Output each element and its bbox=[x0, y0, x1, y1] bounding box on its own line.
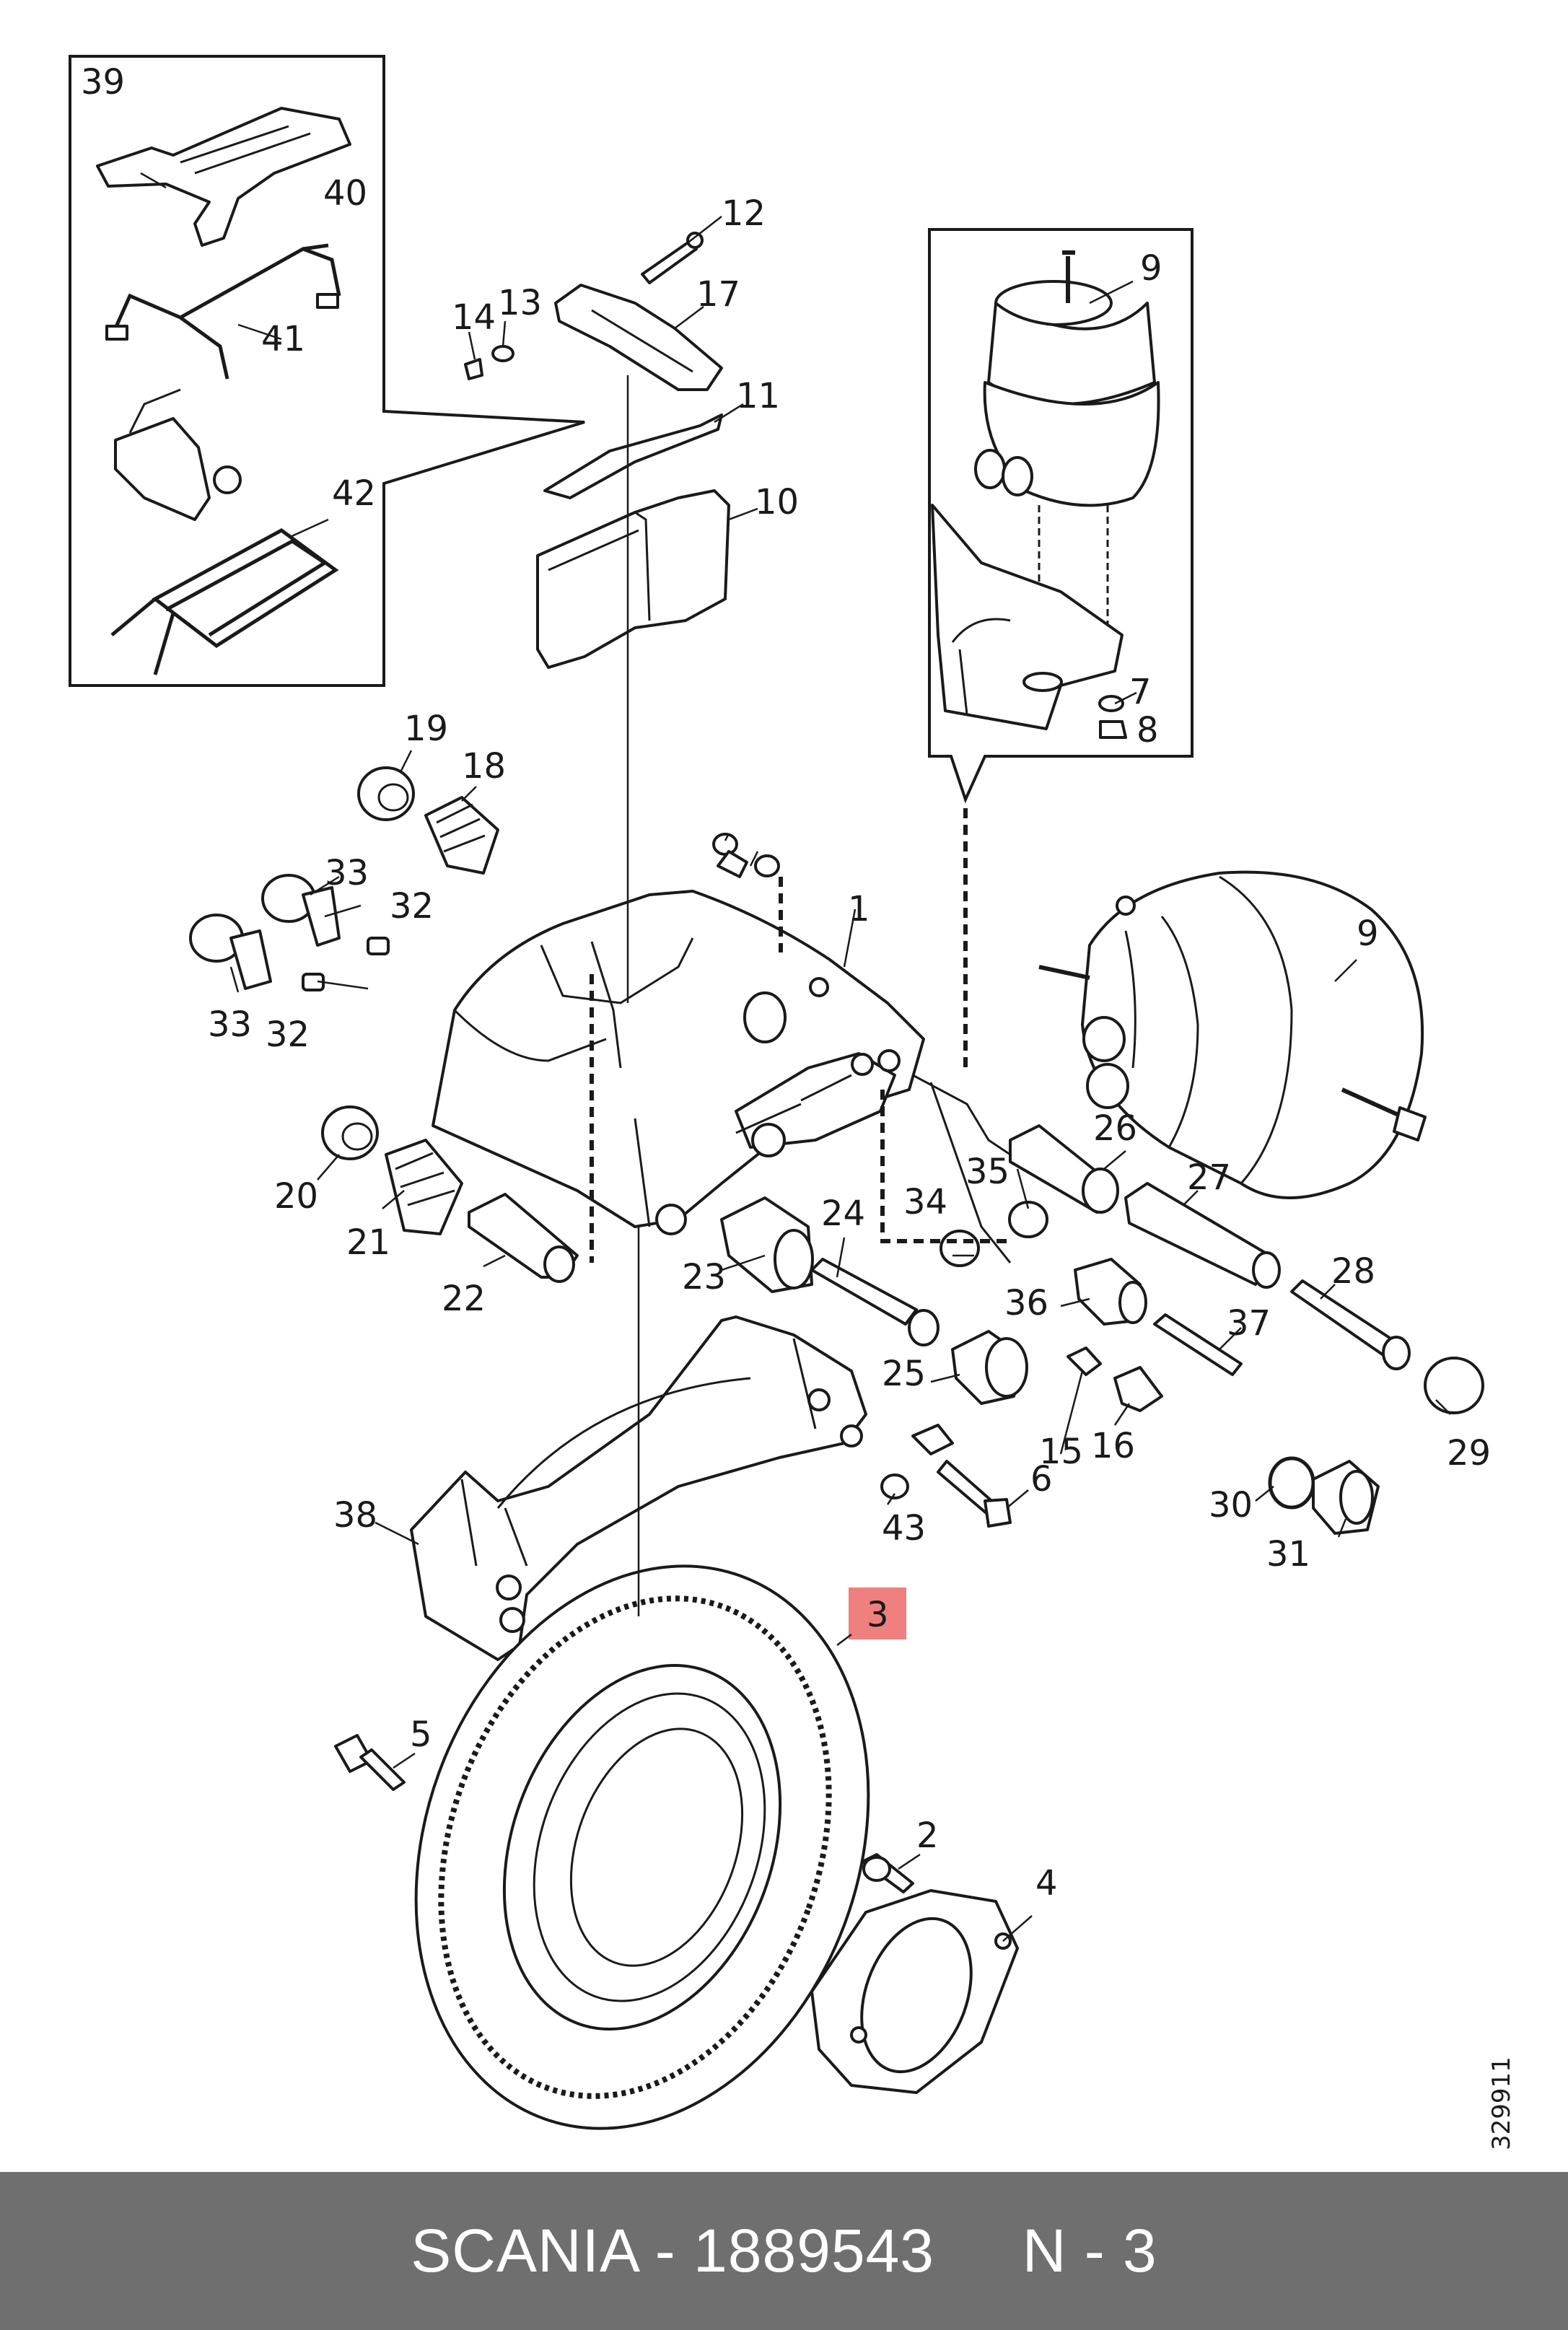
callout-15: 15 bbox=[1039, 1432, 1083, 1472]
cap-19 bbox=[357, 766, 415, 821]
drawing-number: 329911 bbox=[1487, 2057, 1516, 2150]
hub-flange-4 bbox=[810, 1889, 1019, 2094]
callout-7: 7 bbox=[1129, 672, 1152, 712]
pad-retainer-clip bbox=[114, 417, 211, 521]
seal-30 bbox=[1268, 1456, 1315, 1510]
callout-27: 27 bbox=[1187, 1157, 1231, 1198]
cap-29 bbox=[1424, 1357, 1484, 1414]
boots-and-bushings bbox=[189, 766, 579, 1283]
callout-9: 9 bbox=[1140, 248, 1162, 289]
callout-32b: 32 bbox=[266, 1015, 310, 1055]
callout-6: 6 bbox=[1030, 1459, 1053, 1499]
inset-box-39 bbox=[69, 55, 585, 687]
bolt-28 bbox=[1290, 1279, 1398, 1358]
callout-30: 30 bbox=[1209, 1485, 1253, 1525]
callout-21: 21 bbox=[346, 1222, 390, 1263]
callout-4: 4 bbox=[1035, 1863, 1058, 1904]
callout-19: 19 bbox=[404, 709, 448, 749]
wire-frame-42 bbox=[110, 528, 339, 675]
wear-plate-40 bbox=[96, 107, 351, 247]
callout-37: 37 bbox=[1227, 1303, 1271, 1344]
leader-lines bbox=[140, 172, 1451, 1942]
shaft-24 bbox=[810, 1258, 918, 1326]
callout-42: 42 bbox=[332, 473, 376, 514]
pad-components bbox=[464, 232, 730, 669]
callout-23: 23 bbox=[682, 1257, 726, 1297]
fitting-15 bbox=[1066, 1346, 1102, 1376]
brake-disc-3 bbox=[414, 1564, 870, 2130]
callout-18: 18 bbox=[462, 746, 506, 787]
inset-box-chamber bbox=[928, 228, 1193, 804]
callout-36: 36 bbox=[1004, 1283, 1048, 1323]
callout-35: 35 bbox=[965, 1152, 1009, 1192]
callout-12: 12 bbox=[722, 193, 766, 234]
screw-37 bbox=[1153, 1313, 1243, 1376]
footer-bar: SCANIA - 1889543 N - 3 bbox=[0, 2172, 1568, 2330]
callout-40: 40 bbox=[323, 173, 367, 214]
callout-29: 29 bbox=[1447, 1433, 1491, 1473]
callout-17: 17 bbox=[696, 274, 740, 315]
callout-14: 14 bbox=[452, 297, 496, 338]
part-number-caption: SCANIA - 1889543 N - 3 bbox=[411, 2217, 1157, 2285]
callout-3: 3 bbox=[867, 1595, 889, 1635]
callout-16: 16 bbox=[1091, 1426, 1135, 1466]
callout-41: 41 bbox=[261, 319, 305, 359]
callout-9b: 9 bbox=[1357, 914, 1379, 954]
callout-32a: 32 bbox=[390, 886, 434, 927]
callout-33b: 33 bbox=[208, 1004, 252, 1045]
callout-25: 25 bbox=[882, 1354, 926, 1394]
bolt-2 bbox=[861, 1853, 914, 1893]
cap-20 bbox=[321, 1105, 379, 1160]
alignment-lines bbox=[590, 375, 1010, 1616]
callout-33a: 33 bbox=[325, 853, 369, 893]
boot-18 bbox=[424, 796, 499, 875]
callout-3-highlight-box bbox=[849, 1587, 906, 1639]
wire-spring-41 bbox=[113, 243, 341, 380]
tube-27 bbox=[1124, 1182, 1271, 1286]
caliper-1 bbox=[432, 890, 925, 1235]
callout-labels: 1 2 3 4 5 6 7 8 9 9 10 11 12 13 14 15 16… bbox=[81, 62, 1491, 1904]
callout-11: 11 bbox=[736, 376, 780, 416]
callout-31: 31 bbox=[1266, 1534, 1310, 1574]
callout-39: 39 bbox=[81, 62, 125, 102]
callout-43: 43 bbox=[882, 1508, 926, 1549]
callout-28: 28 bbox=[1331, 1251, 1375, 1292]
brake-pad-10 bbox=[536, 489, 730, 669]
boot-21 bbox=[385, 1139, 463, 1235]
callout-10: 10 bbox=[755, 482, 799, 522]
callout-38: 38 bbox=[333, 1495, 377, 1536]
exploded-parts-diagram: 1 2 3 4 5 6 7 8 9 9 10 11 12 13 14 15 16… bbox=[69, 55, 1516, 2150]
cap-16 bbox=[1113, 1366, 1163, 1412]
small-hardware bbox=[717, 850, 1484, 1535]
callout-13: 13 bbox=[498, 283, 542, 323]
callout-26: 26 bbox=[1093, 1108, 1137, 1149]
callout-1: 1 bbox=[848, 889, 870, 929]
callout-5: 5 bbox=[410, 1714, 432, 1755]
callout-22: 22 bbox=[442, 1279, 486, 1319]
callout-24: 24 bbox=[821, 1194, 865, 1234]
callout-20: 20 bbox=[274, 1176, 318, 1217]
bolt-5 bbox=[334, 1734, 406, 1791]
pin-12 bbox=[641, 240, 698, 284]
spring-plate-11 bbox=[543, 413, 723, 499]
adjuster-parts bbox=[720, 1074, 1411, 1412]
brake-chamber-9 bbox=[712, 833, 1427, 1199]
callout-8: 8 bbox=[1136, 710, 1159, 750]
callout-34: 34 bbox=[903, 1182, 947, 1222]
callout-2: 2 bbox=[916, 1816, 939, 1856]
